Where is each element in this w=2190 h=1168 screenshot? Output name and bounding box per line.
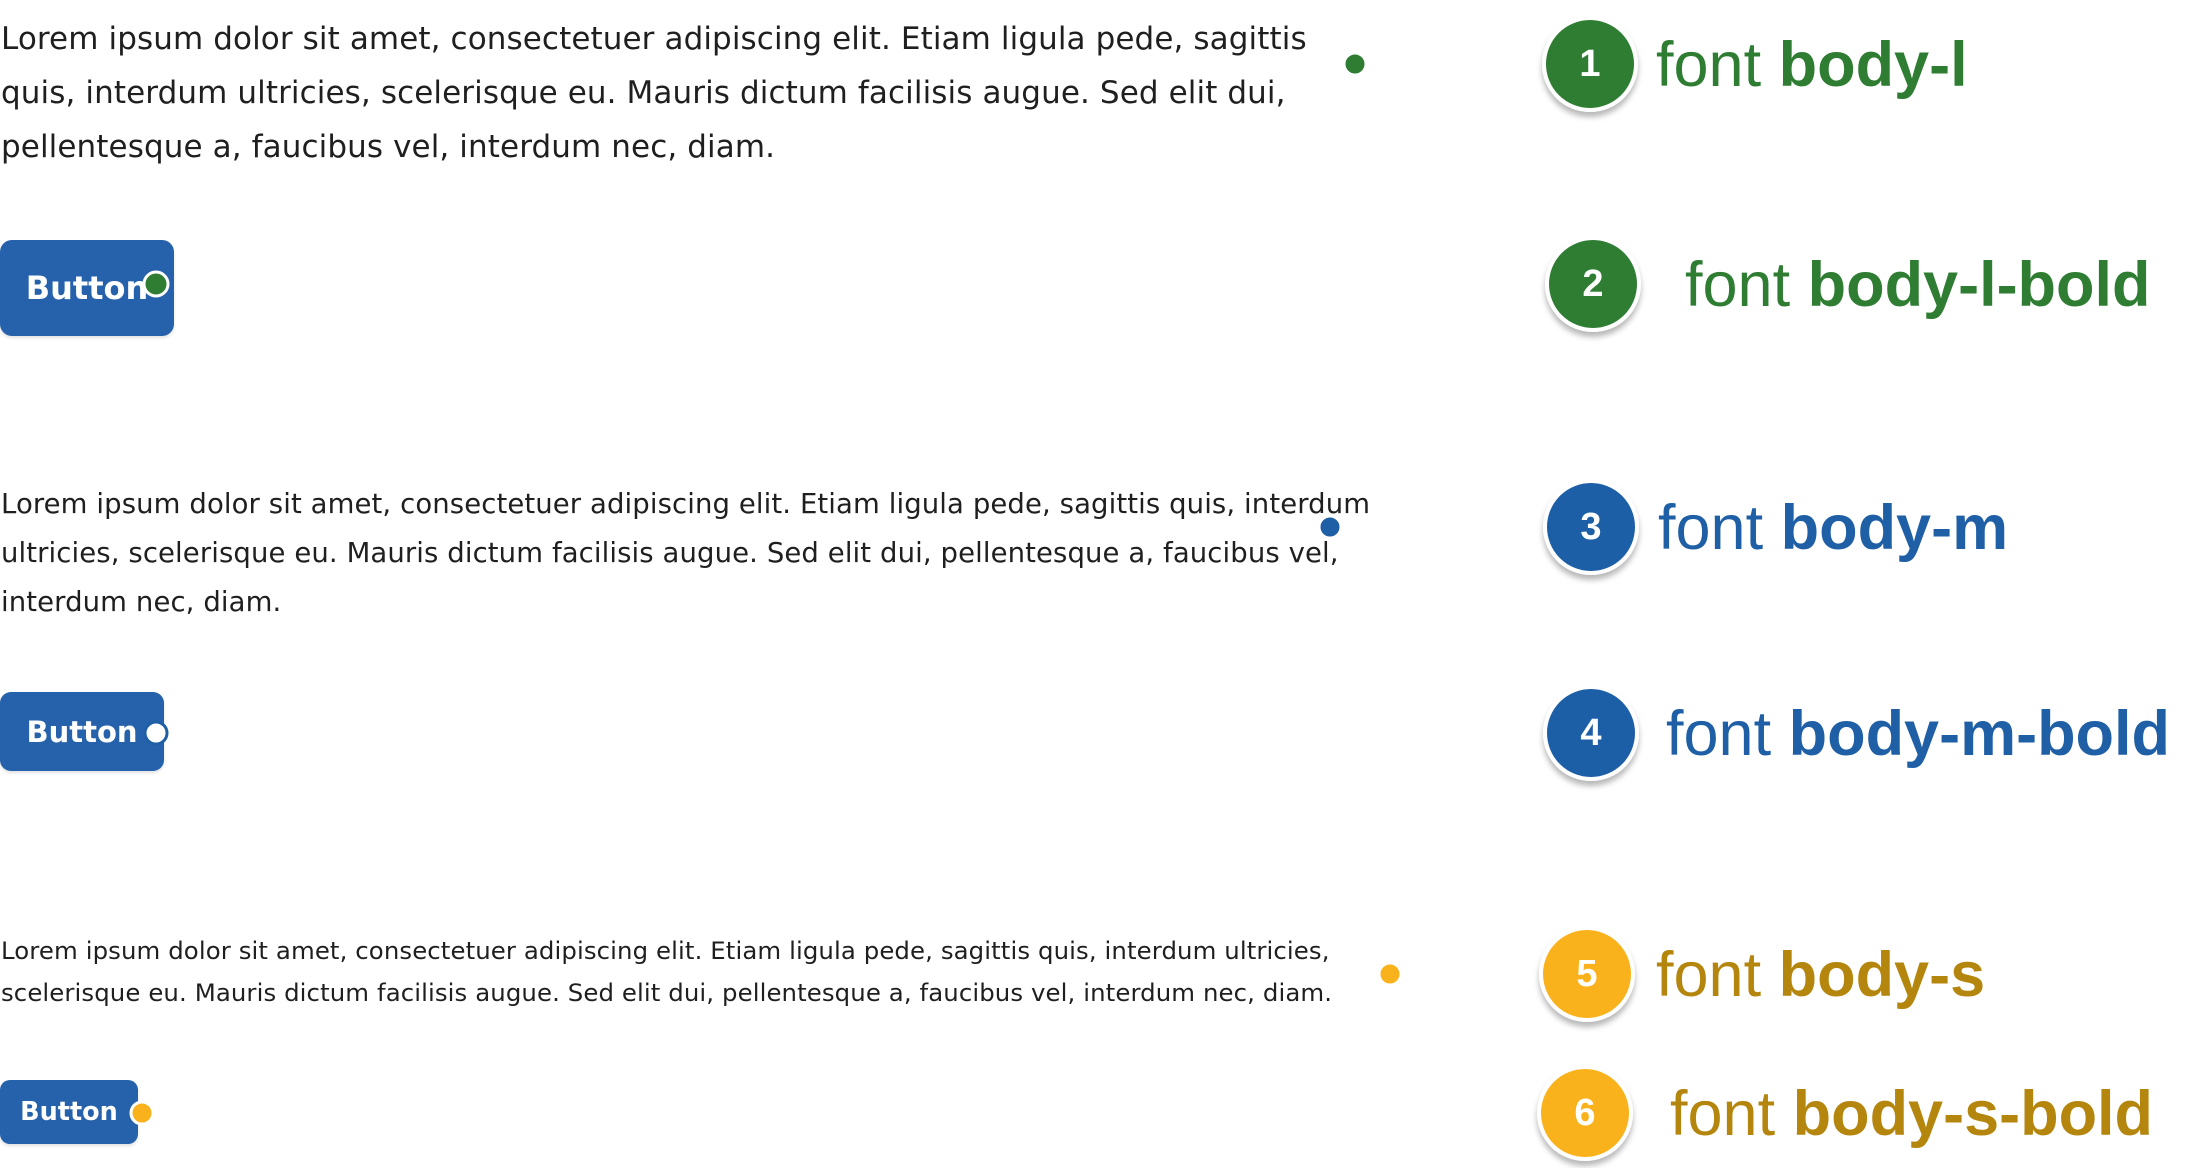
font-label-2: font body-l-bold bbox=[1685, 250, 2151, 320]
font-label-prefix: font bbox=[1670, 1079, 1776, 1149]
number-badge-1: 1 bbox=[1542, 16, 1638, 112]
font-label-name: body-m bbox=[1780, 493, 2009, 563]
callout-5: 5 bbox=[1377, 926, 1635, 1022]
anchor-dot-3 bbox=[1317, 514, 1343, 540]
font-label-5: font body-s bbox=[1656, 940, 1985, 1010]
badge-number-4: 4 bbox=[1580, 712, 1601, 754]
anchor-dot-1 bbox=[1342, 51, 1368, 77]
font-label-4: font body-m-bold bbox=[1666, 699, 2170, 769]
font-label-prefix: font bbox=[1666, 699, 1772, 769]
font-label-prefix: font bbox=[1685, 250, 1791, 320]
number-badge-3: 3 bbox=[1543, 479, 1639, 575]
font-label-name: body-s-bold bbox=[1792, 1079, 2154, 1149]
sample-button-body-s-bold[interactable]: Button bbox=[0, 1080, 138, 1144]
anchor-dot-5 bbox=[1377, 961, 1403, 987]
badge-number-3: 3 bbox=[1580, 506, 1601, 548]
font-label-prefix: font bbox=[1656, 30, 1762, 100]
font-label-3: font body-m bbox=[1658, 493, 2008, 563]
font-label-name: body-m-bold bbox=[1788, 699, 2171, 769]
number-badge-5: 5 bbox=[1539, 926, 1635, 1022]
callout-4: 4 bbox=[143, 685, 1639, 781]
badge-number-6: 6 bbox=[1574, 1092, 1595, 1134]
font-label-name: body-l-bold bbox=[1807, 250, 2151, 320]
font-label-6: font body-s-bold bbox=[1670, 1079, 2153, 1149]
anchor-dot-2 bbox=[142, 270, 170, 298]
number-badge-2: 2 bbox=[1545, 236, 1641, 332]
anchor-dot-4 bbox=[143, 720, 169, 746]
number-badge-4: 4 bbox=[1543, 685, 1639, 781]
badge-number-1: 1 bbox=[1579, 43, 1600, 85]
callout-6: 6 bbox=[129, 1065, 1633, 1161]
callout-3: 3 bbox=[1317, 479, 1639, 575]
badge-number-5: 5 bbox=[1576, 953, 1597, 995]
badge-number-2: 2 bbox=[1582, 263, 1603, 305]
sample-text-body-m: Lorem ipsum dolor sit amet, consectetuer… bbox=[1, 488, 1371, 618]
font-label-name: body-s bbox=[1778, 940, 1986, 1010]
sample-button-body-m-bold[interactable]: Button bbox=[0, 692, 164, 771]
anchor-dot-6 bbox=[129, 1100, 155, 1126]
sample-text-body-l: Lorem ipsum dolor sit amet, consectetuer… bbox=[1, 21, 1307, 165]
font-label-1: font body-l bbox=[1656, 30, 1968, 100]
callout-2: 2 bbox=[142, 236, 1641, 332]
font-label-prefix: font bbox=[1658, 493, 1764, 563]
font-label-prefix: font bbox=[1656, 940, 1762, 1010]
callout-1: 1 bbox=[1342, 16, 1638, 112]
font-label-name: body-l bbox=[1778, 30, 1968, 100]
sample-text-body-s: Lorem ipsum dolor sit amet, consectetuer… bbox=[1, 936, 1333, 1007]
number-badge-6: 6 bbox=[1537, 1065, 1633, 1161]
